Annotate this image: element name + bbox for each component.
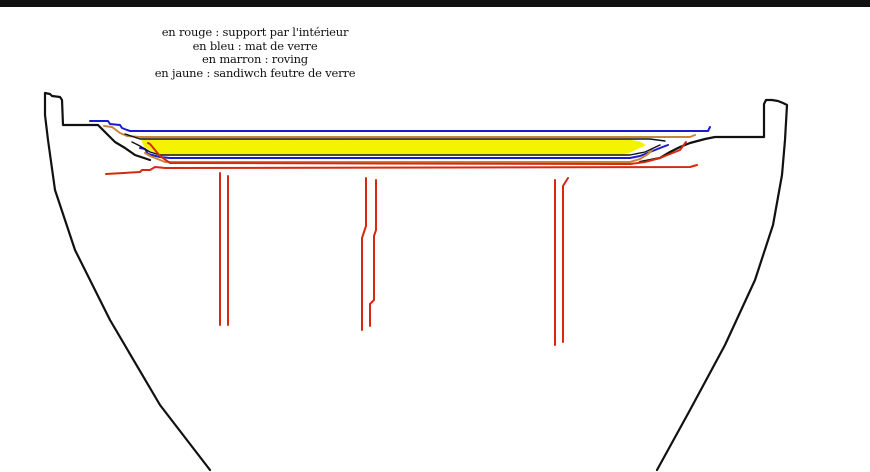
legend: en rouge : support par l'intérieur en bl… xyxy=(130,25,380,80)
red-support-top xyxy=(147,141,687,165)
blue-mat-lower xyxy=(139,144,669,159)
red-support-base xyxy=(105,164,698,175)
yellow-sandwich-core xyxy=(141,138,646,156)
legend-yellow: en jaune : sandiwch feutre de verre xyxy=(154,65,356,80)
sandwich-edge-top xyxy=(124,133,666,142)
brown-roving-lower xyxy=(144,149,653,163)
vessel-outline-left xyxy=(43,91,212,472)
red-post-3-right xyxy=(562,177,569,343)
brown-roving-upper xyxy=(103,125,696,138)
vessel-outline-right xyxy=(638,98,789,472)
blue-mat-upper xyxy=(89,120,711,132)
legend-blue: en bleu : mat de verre xyxy=(192,38,318,53)
red-post-2-right xyxy=(369,179,377,327)
legend-red: en rouge : support par l'intérieur xyxy=(161,25,349,39)
legend-brown: en marron : roving xyxy=(202,52,308,66)
top-bar xyxy=(0,0,870,7)
red-post-2-left xyxy=(361,177,367,331)
